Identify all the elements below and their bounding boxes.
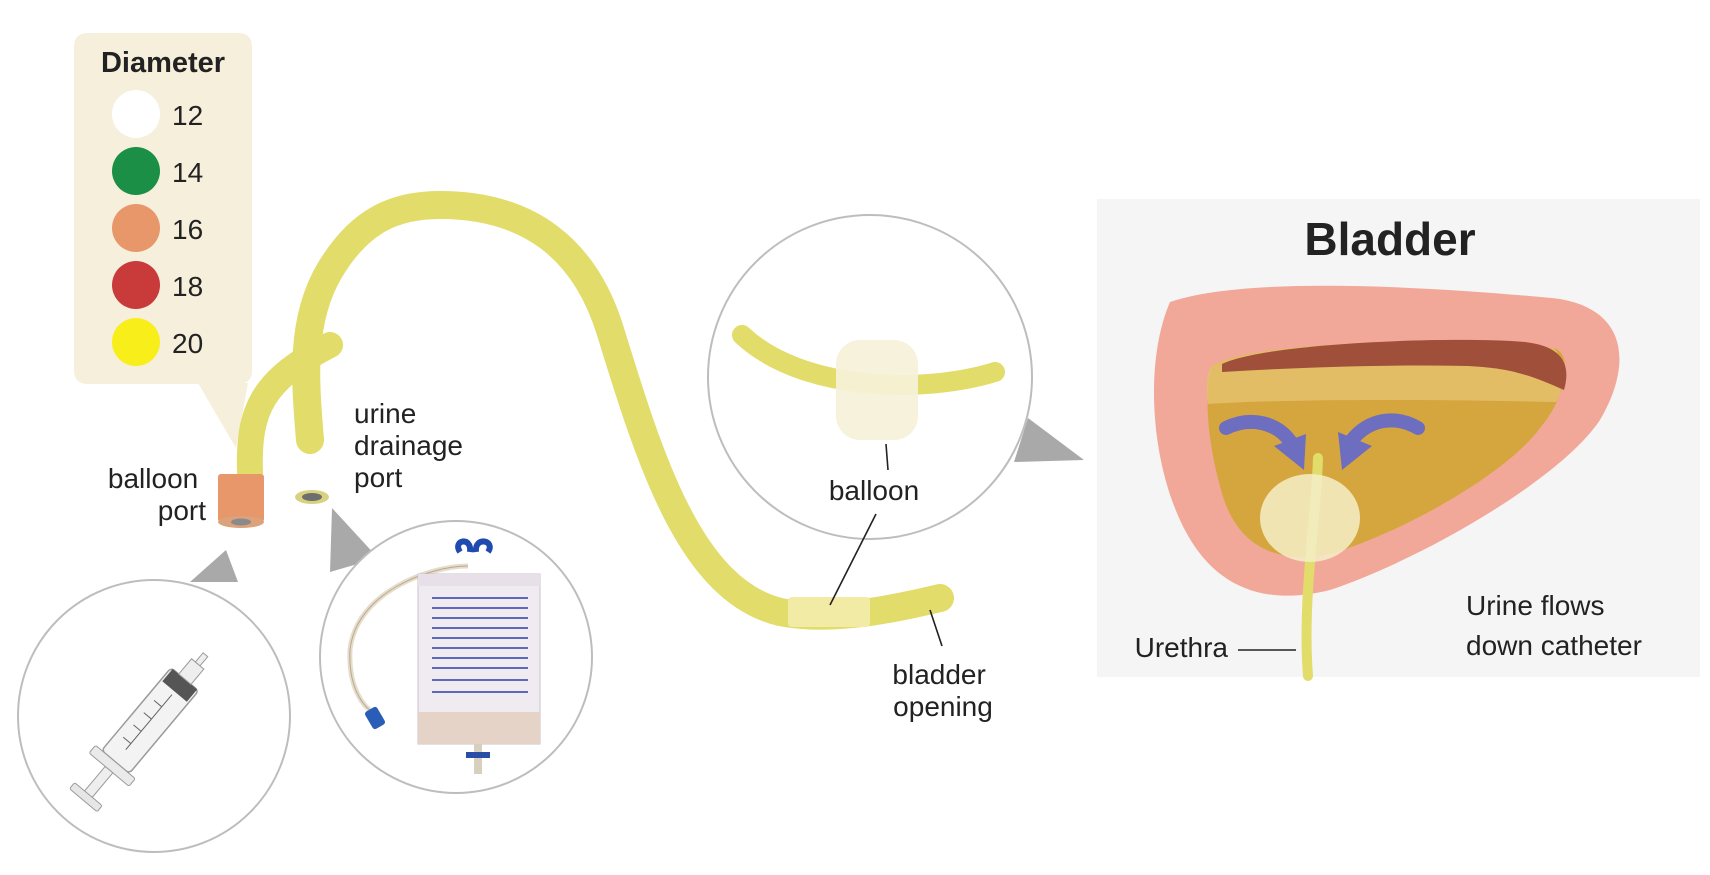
- bladder-callout-pointer: [1014, 418, 1084, 462]
- drainage-bag-icon: [347, 538, 541, 774]
- legend-label: 20: [172, 328, 203, 359]
- legend-swatch: [112, 261, 160, 309]
- balloon-label: balloon: [829, 475, 919, 506]
- diameter-legend: Diameter 12 14 16 18 20: [74, 33, 252, 448]
- legend-label: 12: [172, 100, 203, 131]
- urine-drainage-port[interactable]: [295, 490, 329, 504]
- flow-label: Urine flows down catheter: [1466, 590, 1642, 661]
- legend-label: 18: [172, 271, 203, 302]
- flow-arrow-left-icon: [1219, 415, 1306, 470]
- balloon-leader-line: [829, 513, 877, 606]
- legend-swatch: [112, 90, 160, 138]
- bladder-panel: Bladder Urethra Urine flows down cathete…: [1097, 199, 1700, 681]
- legend-item: 14: [112, 147, 203, 195]
- balloon-zoom-inset: balloon: [707, 214, 1033, 540]
- bladder-opening-label: bladder opening: [892, 659, 993, 722]
- bladder-opening-leader-line: [929, 609, 943, 647]
- legend-item: 18: [112, 261, 203, 309]
- balloon-port-label: balloon port: [108, 463, 206, 526]
- syringe-icon: [69, 652, 209, 812]
- drainage-bag-inset: [319, 520, 593, 794]
- legend-swatch: [112, 147, 160, 195]
- legend-label: 14: [172, 157, 203, 188]
- legend-label: 16: [172, 214, 203, 245]
- syringe-inset: [17, 579, 291, 853]
- bladder-title: Bladder: [1304, 213, 1475, 265]
- legend-item: 16: [112, 204, 203, 252]
- legend-swatch: [112, 204, 160, 252]
- flow-arrow-right-icon: [1338, 413, 1425, 470]
- urethra-label: Urethra: [1135, 632, 1229, 663]
- catheter-tube: [236, 191, 954, 630]
- legend-item: 12: [112, 90, 203, 138]
- catheter-balloon-segment: [788, 597, 870, 627]
- legend-swatch: [112, 318, 160, 366]
- urine-drainage-port-label: urine drainage port: [354, 398, 471, 493]
- legend-item: 20: [112, 318, 203, 366]
- inflated-balloon: [836, 340, 918, 440]
- bladder-balloon: [1260, 474, 1360, 562]
- syringe-callout-pointer: [190, 550, 238, 582]
- balloon-port[interactable]: [218, 474, 264, 528]
- legend-title: Diameter: [101, 47, 225, 79]
